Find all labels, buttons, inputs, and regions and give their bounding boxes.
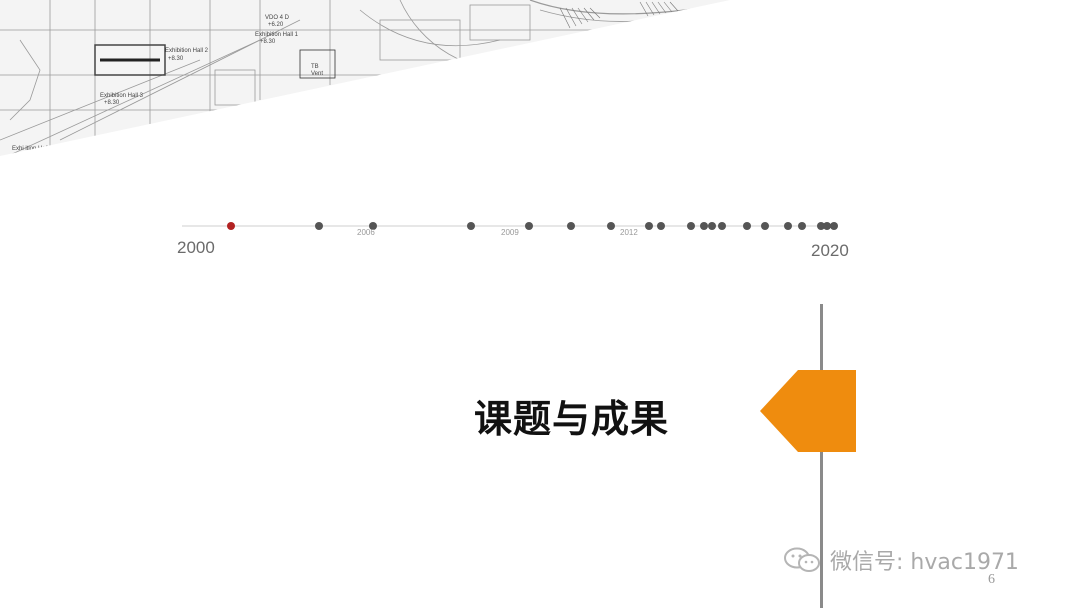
blueprint-label: +8.30 bbox=[104, 100, 120, 106]
blueprint-label: +6.20 bbox=[268, 22, 284, 28]
blueprint-label: VDO 4 D bbox=[265, 15, 290, 21]
timeline-event-dot[interactable] bbox=[645, 222, 653, 230]
timeline-event-dot[interactable] bbox=[525, 222, 533, 230]
blueprint-label: Exhibition Hall 3 bbox=[100, 93, 144, 99]
wechat-watermark: 微信号: hvac1971 bbox=[782, 544, 1019, 576]
blueprint-label: +8.30 bbox=[168, 56, 184, 62]
page-number: 6 bbox=[988, 572, 995, 587]
timeline-event-dot[interactable] bbox=[708, 222, 716, 230]
wechat-icon bbox=[784, 547, 820, 572]
timeline-event-dot-highlight[interactable] bbox=[227, 222, 235, 230]
timeline-minor-label: 2012 bbox=[620, 228, 638, 237]
timeline-event-dot[interactable] bbox=[823, 222, 831, 230]
timeline-event-dot[interactable] bbox=[743, 222, 751, 230]
timeline-start-year: 2000 bbox=[177, 238, 215, 257]
watermark-text: 微信号: hvac1971 bbox=[830, 550, 1019, 575]
timeline-event-dot[interactable] bbox=[315, 222, 323, 230]
timeline-event-dot[interactable] bbox=[830, 222, 838, 230]
blueprint-decoration: VDO 4 D +6.20 Exhibition Hall 1 +8.30 Ex… bbox=[0, 0, 730, 156]
timeline-end-year: 2020 bbox=[811, 241, 849, 260]
timeline-event-dot[interactable] bbox=[467, 222, 475, 230]
timeline-event-dot[interactable] bbox=[607, 222, 615, 230]
timeline: 2006 2009 2012 bbox=[182, 222, 838, 237]
timeline-event-dot[interactable] bbox=[700, 222, 708, 230]
timeline-event-dot[interactable] bbox=[798, 222, 806, 230]
section-title: 课题与成果 bbox=[474, 397, 670, 441]
timeline-event-dot[interactable] bbox=[369, 222, 377, 230]
timeline-event-dot[interactable] bbox=[784, 222, 792, 230]
section-arrow-tab bbox=[760, 370, 856, 452]
timeline-event-dot[interactable] bbox=[718, 222, 726, 230]
blueprint-label: Exhibition Hall 2 bbox=[165, 48, 209, 54]
timeline-event-dot[interactable] bbox=[761, 222, 769, 230]
blueprint-label: +8.30 bbox=[260, 39, 276, 45]
blueprint-label: Exhi ition Hall 4 bbox=[12, 146, 54, 152]
timeline-event-dot[interactable] bbox=[817, 222, 825, 230]
timeline-minor-label: 2009 bbox=[501, 228, 519, 237]
blueprint-label: Exhibition Hall 1 bbox=[255, 32, 299, 38]
timeline-event-dot[interactable] bbox=[657, 222, 665, 230]
timeline-minor-label: 2006 bbox=[357, 228, 375, 237]
blueprint-label: Vent bbox=[311, 71, 323, 77]
section-divider-line bbox=[820, 304, 823, 608]
timeline-event-dot[interactable] bbox=[687, 222, 695, 230]
timeline-event-dot[interactable] bbox=[567, 222, 575, 230]
blueprint-label: TB bbox=[311, 64, 319, 70]
